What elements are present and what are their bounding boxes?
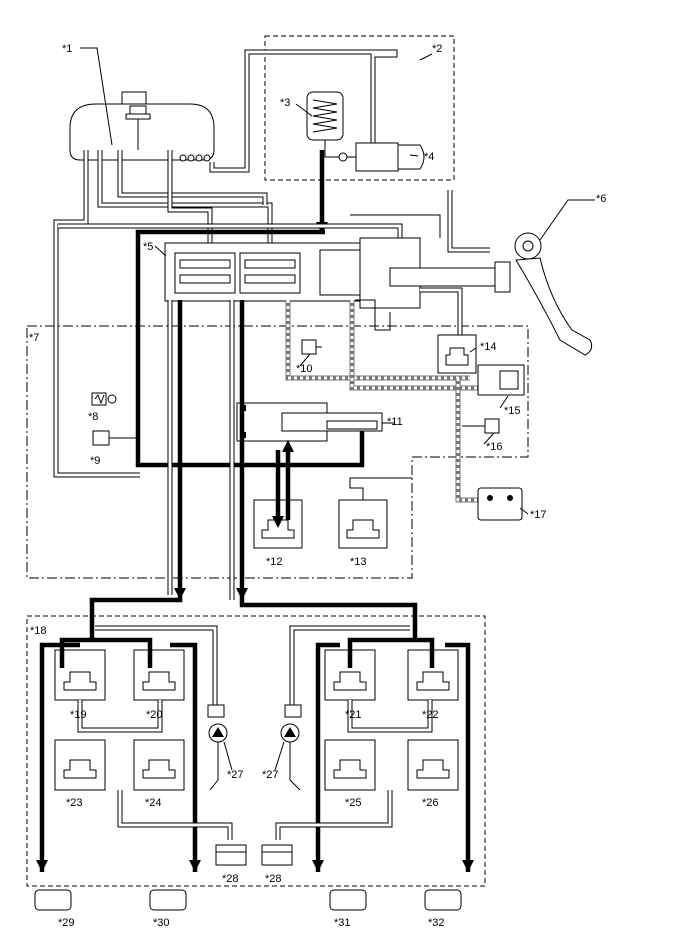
label-8: *8	[88, 411, 98, 423]
label-9: *9	[90, 455, 100, 467]
label-3: *3	[280, 97, 290, 109]
brake-actuator-body	[58, 190, 511, 345]
unit-boundary-7	[26, 325, 529, 579]
electrical-lines	[285, 300, 480, 503]
reservoir	[69, 91, 215, 162]
label-23: *23	[66, 797, 83, 809]
label-5: *5	[143, 241, 153, 253]
label-12: *12	[266, 556, 283, 568]
unit-boundary-18	[26, 615, 486, 887]
label-19: *19	[70, 709, 87, 721]
label-29: *29	[58, 917, 75, 929]
abs-valves	[54, 649, 459, 791]
reservoir-28-right	[261, 844, 293, 866]
label-17: *17	[530, 509, 547, 521]
label-26: *26	[422, 797, 439, 809]
reservoir-28-left	[215, 844, 247, 866]
valve-15	[477, 364, 525, 396]
label-27-left: *27	[227, 769, 244, 781]
valve-13	[338, 477, 412, 549]
reservoir-lines	[53, 49, 398, 478]
label-15: *15	[504, 405, 521, 417]
label-31: *31	[334, 917, 351, 929]
label-11: *11	[387, 416, 403, 428]
label-32: *32	[428, 917, 445, 929]
label-14: *14	[480, 341, 497, 353]
label-30: *30	[153, 917, 170, 929]
unit-boundary-2	[264, 35, 455, 181]
front-feed-left	[89, 300, 183, 640]
label-21: *21	[345, 709, 362, 721]
label-27-right: *27	[262, 769, 279, 781]
pump-motor	[324, 142, 425, 172]
relief-valve	[91, 392, 117, 406]
pump-left	[207, 704, 228, 791]
stroke-simulator	[236, 402, 383, 442]
label-18: *18	[30, 625, 47, 637]
sensor-17	[477, 487, 523, 521]
front-feed-right	[239, 300, 418, 640]
label-22: *22	[422, 709, 439, 721]
label-1: *1	[62, 43, 72, 55]
callout-labels: *1 *2 *3 *4 *5 *6 *7 *8 *9 *10 *11 *12 *…	[29, 43, 606, 929]
label-7: *7	[29, 332, 39, 344]
pressure-sensor-10	[301, 339, 322, 355]
accumulator	[306, 91, 344, 150]
pump-right	[280, 704, 302, 791]
label-16: *16	[486, 441, 503, 453]
label-25: *25	[345, 797, 362, 809]
pressure-sensor-9	[92, 430, 140, 446]
label-28-left: *28	[222, 873, 239, 885]
label-10: *10	[296, 363, 313, 375]
label-13: *13	[350, 556, 367, 568]
valve-14	[437, 334, 477, 374]
label-20: *20	[146, 709, 163, 721]
label-28-right: *28	[265, 873, 282, 885]
brake-pedal	[514, 199, 595, 356]
label-6: *6	[596, 193, 606, 205]
label-4: *4	[424, 151, 434, 163]
label-24: *24	[145, 797, 162, 809]
pressure-sensor-16	[462, 418, 500, 434]
label-2: *2	[432, 43, 442, 55]
wheel-cylinders	[34, 889, 462, 911]
